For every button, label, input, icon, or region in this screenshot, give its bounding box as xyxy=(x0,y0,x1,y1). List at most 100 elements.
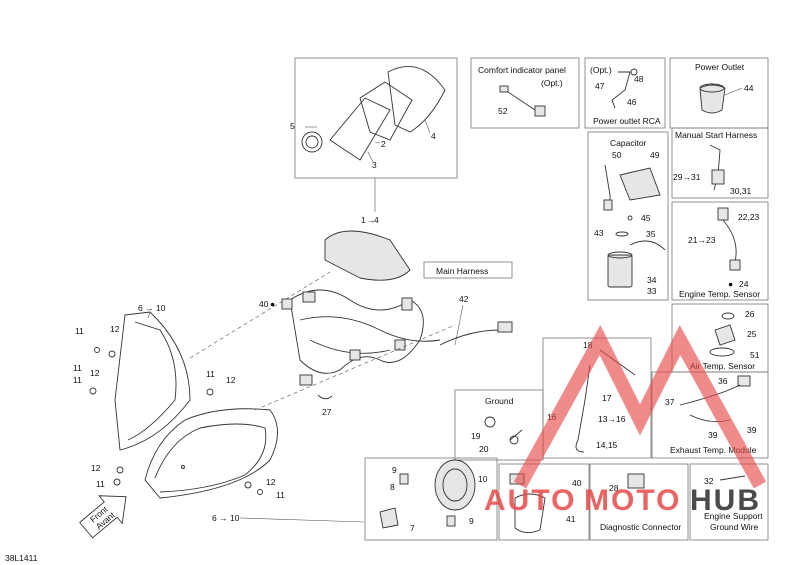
capacitor-panel: Capacitor 50 49 45 43 35 34 33 xyxy=(587,131,669,301)
label-40-left: 40 xyxy=(259,299,269,309)
main-harness-title: Main Harness xyxy=(436,266,488,276)
label-5: 5 xyxy=(290,121,295,131)
power-outlet-title: Power Outlet xyxy=(695,62,745,72)
label-12c: 12 xyxy=(226,375,236,385)
capacitor-box xyxy=(587,131,669,301)
engine-support-box xyxy=(689,463,769,541)
exhaust-temp-title: Exhaust Temp. Module xyxy=(670,445,757,455)
label-48: 48 xyxy=(634,74,644,84)
main-harness-box xyxy=(423,261,513,279)
label-37: 37 xyxy=(665,397,675,407)
watermark-auto: AUTO xyxy=(484,484,576,517)
front-arrow: Front Avant xyxy=(79,495,127,539)
label-35: 35 xyxy=(646,229,656,239)
relay-box xyxy=(498,463,590,541)
gauge-cluster-group: 5 2 3 4 xyxy=(290,57,458,212)
label-10: 10 xyxy=(478,474,488,484)
label-6-10-bottom: 6 → 10 xyxy=(212,513,240,523)
air-temp-title: Air Temp. Sensor xyxy=(690,361,755,371)
engine-temp-title: Engine Temp. Sensor xyxy=(679,289,760,299)
gauge-cluster-box xyxy=(294,57,458,179)
engine-temp-box xyxy=(671,201,769,301)
diagnostic-title: Diagnostic Connector xyxy=(600,522,681,532)
label-19: 19 xyxy=(471,431,481,441)
label-11e: 11 xyxy=(96,479,105,489)
main-harness-wiring xyxy=(289,289,513,386)
label-26: 26 xyxy=(745,309,755,319)
label-43: 43 xyxy=(594,228,604,238)
label-2: 2 xyxy=(381,139,386,149)
label-30-31: 30,31 xyxy=(730,186,752,196)
label-18: 18 xyxy=(583,340,593,350)
label-29-31: 29→31 xyxy=(673,172,701,182)
engine-support-title2: Ground Wire xyxy=(710,522,758,532)
engine-support-panel: 32 Engine Support Ground Wire xyxy=(689,463,769,541)
label-27: 27 xyxy=(322,407,332,417)
label-49: 49 xyxy=(650,150,660,160)
label-52: 52 xyxy=(498,106,508,116)
comfort-panel-title: Comfort indicator panel xyxy=(478,65,566,75)
gauge-bezel-4 xyxy=(387,65,446,133)
watermark: AUTO MOTO HUB xyxy=(484,324,767,517)
label-44: 44 xyxy=(744,83,754,93)
label-32: 32 xyxy=(704,476,714,486)
gauge-part-5 xyxy=(301,131,323,153)
lamp-box xyxy=(364,457,498,541)
gauge-cluster-assembled xyxy=(324,230,411,281)
right-headlight xyxy=(144,408,278,499)
power-outlet-rca-box xyxy=(584,57,666,129)
label-20: 20 xyxy=(479,444,489,454)
label-39b: 39 xyxy=(747,425,757,435)
label-12b: 12 xyxy=(90,368,100,378)
label-8: 8 xyxy=(390,482,395,492)
manual-start-title: Manual Start Harness xyxy=(675,130,757,140)
comfort-panel-box xyxy=(470,57,580,129)
ground-title: Ground xyxy=(485,396,514,406)
label-25: 25 xyxy=(747,329,757,339)
watermark-hub: HUB xyxy=(690,484,761,517)
svg-text:→: → xyxy=(367,215,376,225)
label-12d: 12 xyxy=(91,463,101,473)
lamp-panel: 9 8 10 9 7 xyxy=(364,457,498,541)
svg-text:4: 4 xyxy=(374,215,379,225)
comfort-panel: Comfort indicator panel (Opt.) 52 xyxy=(470,57,580,129)
clip-27 xyxy=(317,394,333,400)
label-13-16: 13→16 xyxy=(598,414,626,424)
engine-temp-panel: 22,23 21→23 ● 24 Engine Temp. Sensor xyxy=(671,201,769,301)
label-34: 34 xyxy=(647,275,657,285)
label-9b: 9 xyxy=(469,516,474,526)
label-12a: 12 xyxy=(110,324,120,334)
label-11b: 11 xyxy=(73,363,82,373)
label-14-15: 14,15 xyxy=(596,440,618,450)
label-11c: 11 xyxy=(73,375,82,385)
connector-40 xyxy=(281,298,293,310)
label-3: 3 xyxy=(372,160,377,170)
label-24: 24 xyxy=(739,279,749,289)
ground-panel: Ground 19 20 xyxy=(454,389,544,461)
rca-opt: (Opt.) xyxy=(590,65,612,75)
gauge-lens-2 xyxy=(359,81,413,141)
diagnostic-panel: 28 Diagnostic Connector xyxy=(589,463,689,541)
svg-text:1: 1 xyxy=(361,215,366,225)
label-46: 46 xyxy=(627,97,637,107)
label-21-23: 21→23 xyxy=(688,235,716,245)
label-7: 7 xyxy=(410,523,415,533)
manual-start-panel: Manual Start Harness 29→31 30,31 xyxy=(671,127,769,199)
label-6-10-top: 6 → 10 xyxy=(138,303,166,313)
label-40: 40 xyxy=(572,478,582,488)
watermark-logo-shape xyxy=(513,324,767,489)
drop-icon-24: ● xyxy=(728,279,733,289)
exhaust-temp-box xyxy=(651,371,769,459)
label-17: 17 xyxy=(602,393,612,403)
left-headlight xyxy=(114,311,191,451)
comfort-panel-opt: (Opt.) xyxy=(541,78,563,88)
power-outlet-rca-panel: (Opt.) Power outlet RCA 48 47 46 xyxy=(584,57,666,129)
label-28: 28 xyxy=(609,483,619,493)
gauge-housing-3 xyxy=(329,97,391,161)
label-4: 4 xyxy=(431,131,436,141)
label-12e: 12 xyxy=(266,477,276,487)
label-41: 41 xyxy=(566,514,576,524)
drop-icon: ● xyxy=(270,299,275,309)
power-outlet-panel: Power Outlet 44 xyxy=(669,57,769,129)
